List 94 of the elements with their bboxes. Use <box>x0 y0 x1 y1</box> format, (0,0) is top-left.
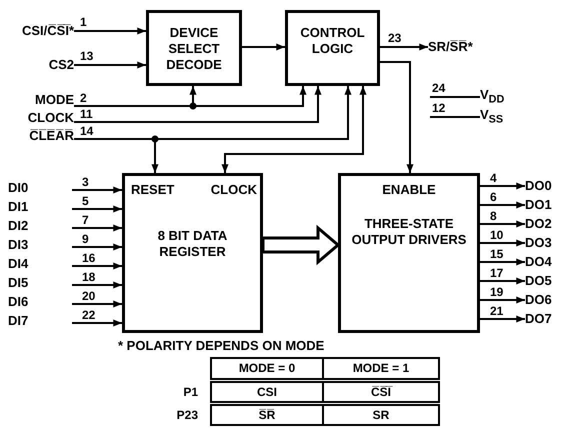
signal-label: DI2 <box>8 217 72 235</box>
signal-label: DI6 <box>8 293 72 311</box>
signal-arrow <box>480 220 525 228</box>
signal-label: CS2 <box>4 56 74 74</box>
signal-arrow <box>480 202 525 208</box>
signal-arrow <box>72 262 122 270</box>
table-cell: C̅S̅I̅ <box>322 381 440 403</box>
signal-arrow <box>74 86 322 123</box>
signal-arrow <box>72 282 122 288</box>
pin-number: 13 <box>80 50 94 63</box>
pin-number: 24 <box>432 82 446 95</box>
signal-label: DO0 <box>525 177 563 195</box>
signal-arrow <box>242 44 285 50</box>
pin-number: 21 <box>490 305 504 318</box>
pin-number: 2 <box>80 92 87 105</box>
function-block <box>122 173 263 333</box>
supply-label: V$_{SS}$ <box>480 106 530 126</box>
signal-arrow <box>72 320 122 326</box>
signal-label: CLOCK <box>4 109 74 127</box>
signal-arrow <box>480 278 525 284</box>
pin-number: 19 <box>490 286 504 299</box>
signal-arrow <box>380 44 428 50</box>
pin-number: 16 <box>82 252 96 265</box>
pin-number: 1 <box>80 16 87 29</box>
port-label: RESET <box>131 182 176 198</box>
signal-label: C̅L̅E̅A̅R̅ <box>4 127 74 145</box>
signal-arrow <box>480 316 525 322</box>
pin-number: 8 <box>490 210 497 223</box>
pin-number: 11 <box>80 108 93 121</box>
row-header: P1 <box>182 384 199 401</box>
pin-number: 17 <box>490 267 504 280</box>
signal-arrow <box>380 61 414 173</box>
block-title: DEVICE SELECT DECODE <box>165 25 223 73</box>
signal-arrow <box>72 186 122 194</box>
signal-label: DI4 <box>8 255 72 273</box>
pin-number: 7 <box>82 214 89 227</box>
function-block <box>338 173 480 333</box>
port-label: CLOCK <box>210 182 257 198</box>
signal-line <box>430 116 480 118</box>
signal-arrow <box>480 240 525 246</box>
pin-number: 23 <box>388 32 402 45</box>
pin-number: 6 <box>490 191 497 204</box>
table-cell: CSI <box>210 381 324 403</box>
supply-label: V$_{DD}$ <box>480 86 530 106</box>
row-header: P23 <box>176 407 199 424</box>
signal-label: DO3 <box>525 234 563 252</box>
table-cell: S̅R̅ <box>210 404 324 426</box>
pin-number: 20 <box>82 290 96 303</box>
signal-arrow <box>74 62 146 68</box>
table-cell: SR <box>322 404 440 426</box>
pin-number: 12 <box>432 102 446 115</box>
signal-arrow <box>480 296 525 304</box>
signal-label: MODE <box>4 91 74 109</box>
signal-label: DI3 <box>8 236 72 254</box>
signal-arrow <box>72 244 122 250</box>
signal-label: DI7 <box>8 312 72 330</box>
signal-label: DI0 <box>8 179 72 197</box>
signal-label: SR/S̅R̅* <box>428 38 500 56</box>
signal-label: DO4 <box>525 253 563 271</box>
pin-number: 15 <box>490 248 504 261</box>
pin-number: 9 <box>82 233 89 246</box>
function-block <box>146 10 242 86</box>
signal-label: DO1 <box>525 196 563 214</box>
signal-line <box>430 96 480 98</box>
signal-arrow <box>74 28 146 34</box>
signal-label: DO2 <box>525 215 563 233</box>
signal-arrow <box>72 206 122 212</box>
block-title: 8 BIT DATA REGISTER <box>156 228 228 260</box>
pin-number: 14 <box>80 125 94 138</box>
pin-number: 4 <box>490 172 497 185</box>
signal-arrow <box>72 300 122 308</box>
signal-label: DI5 <box>8 274 72 292</box>
pin-number: 18 <box>82 271 96 284</box>
column-header: MODE = 0 <box>210 357 324 380</box>
column-header: MODE = 1 <box>322 357 440 380</box>
port-label: ENABLE <box>381 182 437 198</box>
signal-label: DO5 <box>525 272 563 290</box>
function-block <box>285 10 380 86</box>
block-title: THREE-STATE OUTPUT DRIVERS <box>350 216 468 248</box>
signal-label: DO6 <box>525 291 563 309</box>
pin-number: 3 <box>82 176 89 189</box>
block-title: CONTROL LOGIC <box>299 25 366 57</box>
footnote: * POLARITY DEPENDS ON MODE <box>118 338 326 355</box>
signal-label: DI1 <box>8 198 72 216</box>
signal-label: CSI/C̅S̅I̅* <box>4 22 74 40</box>
signal-arrow <box>72 224 122 232</box>
signal-label: DO7 <box>525 310 563 328</box>
pin-number: 10 <box>490 229 504 242</box>
pin-number: 22 <box>82 309 96 322</box>
signal-arrow <box>480 258 525 266</box>
bus-arrow <box>262 224 340 266</box>
signal-arrow <box>480 182 525 190</box>
signal-arrow <box>222 86 366 173</box>
pin-number: 5 <box>82 195 89 208</box>
